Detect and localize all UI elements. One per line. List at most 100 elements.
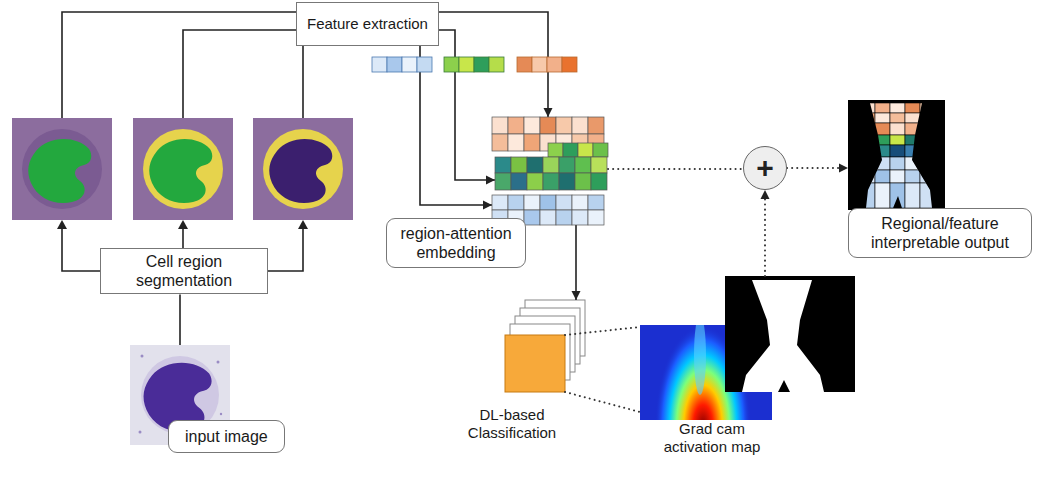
connector-line xyxy=(565,392,640,412)
output-image xyxy=(848,100,945,210)
connector xyxy=(180,294,181,345)
embedding-rows xyxy=(540,210,556,225)
output-image xyxy=(890,135,905,145)
output-image xyxy=(890,123,905,135)
feature-vector xyxy=(387,57,402,72)
embedding-rows xyxy=(559,173,575,190)
output-image xyxy=(905,145,920,157)
output-image xyxy=(905,103,920,113)
embedding-rows xyxy=(559,157,575,173)
arrow-head xyxy=(483,201,492,210)
arrow-head xyxy=(57,220,67,229)
output-image xyxy=(905,135,920,145)
input-cell-image xyxy=(220,413,222,415)
output-image xyxy=(860,103,935,208)
output-image xyxy=(875,157,890,170)
dotted-connector xyxy=(787,164,848,173)
connector-line xyxy=(608,168,743,170)
embedding-rows xyxy=(511,173,527,190)
output-image xyxy=(890,145,905,157)
output-image xyxy=(890,113,905,123)
embedding-rows xyxy=(591,157,607,173)
embedding-rows xyxy=(575,173,591,190)
output-image xyxy=(848,100,945,210)
gradcam-group: Grad cam activation map xyxy=(640,276,856,462)
output-image xyxy=(860,113,875,123)
embedding-rows xyxy=(527,173,543,190)
arrow-head xyxy=(57,220,308,229)
callout-label: Regional/feature interpretable output xyxy=(848,208,1032,258)
connector-line xyxy=(62,12,303,271)
output-image xyxy=(905,183,920,208)
embedding-rows xyxy=(511,157,527,173)
output-image xyxy=(920,170,935,183)
output-image xyxy=(920,157,935,170)
connector-line xyxy=(268,228,303,271)
output-image xyxy=(875,135,890,145)
output-image xyxy=(860,183,875,208)
connector-line xyxy=(62,12,296,118)
output-image xyxy=(890,103,905,113)
connector-line xyxy=(302,46,304,118)
classifier-group: DL-based Classification xyxy=(462,296,588,448)
dotted-connector xyxy=(761,190,770,276)
connector-line xyxy=(575,225,577,300)
embedding-rows xyxy=(572,195,588,210)
embedding-rows xyxy=(543,173,559,190)
output-image xyxy=(875,123,890,135)
cell-image xyxy=(149,139,212,203)
cell-image xyxy=(22,129,102,209)
box-label: Cell region segmentation xyxy=(109,252,259,290)
box-label: Feature extraction xyxy=(307,15,428,33)
caption: Grad cam activation map xyxy=(652,420,772,456)
embedding-rows xyxy=(492,117,608,225)
embedding-rows xyxy=(524,117,540,134)
output-image xyxy=(920,103,935,113)
callout-label: region-attention embedding xyxy=(386,218,526,268)
feature-vector xyxy=(532,57,547,72)
embedding-rows xyxy=(540,195,556,210)
embedding-rows xyxy=(593,143,608,157)
embedding-rows xyxy=(556,195,572,210)
output-group: Regional/feature interpretable output xyxy=(846,100,1036,266)
embedding-rows xyxy=(492,117,508,134)
connector-line xyxy=(787,167,848,169)
feature-vector xyxy=(517,57,532,72)
output-image xyxy=(905,113,920,123)
arrow-head xyxy=(544,108,553,117)
embedding-rows xyxy=(572,210,588,225)
connector-line xyxy=(565,327,640,335)
output-image xyxy=(920,113,935,123)
dotted-connector xyxy=(608,169,743,170)
output-image xyxy=(920,183,935,208)
input-group: input image xyxy=(130,345,308,458)
output-image xyxy=(890,157,905,170)
arrow-head xyxy=(486,176,495,185)
sum-circle: + xyxy=(743,146,787,190)
cell-image xyxy=(133,118,233,220)
feature-vector xyxy=(489,57,504,72)
connector-line xyxy=(183,30,296,118)
embedding-rows xyxy=(543,157,559,173)
output-image xyxy=(875,183,890,208)
output-image xyxy=(905,123,920,135)
feature-vector xyxy=(474,57,489,72)
output-image xyxy=(920,145,935,157)
embedding-rows xyxy=(563,143,578,157)
embedding-rows xyxy=(588,210,604,225)
embedding-rows xyxy=(572,117,588,134)
arrow-head xyxy=(761,190,770,199)
arrow-head xyxy=(298,220,308,229)
cnn-feature-maps xyxy=(505,300,585,392)
embedding-rows xyxy=(495,157,511,173)
output-image xyxy=(890,170,905,183)
plus-sign: + xyxy=(756,153,774,183)
cell-image xyxy=(269,139,332,203)
cell-image xyxy=(253,118,353,220)
output-image xyxy=(875,170,890,183)
output-image xyxy=(875,103,890,113)
cell-image xyxy=(12,118,112,220)
embedding-rows xyxy=(575,157,591,173)
output-image xyxy=(860,157,875,170)
